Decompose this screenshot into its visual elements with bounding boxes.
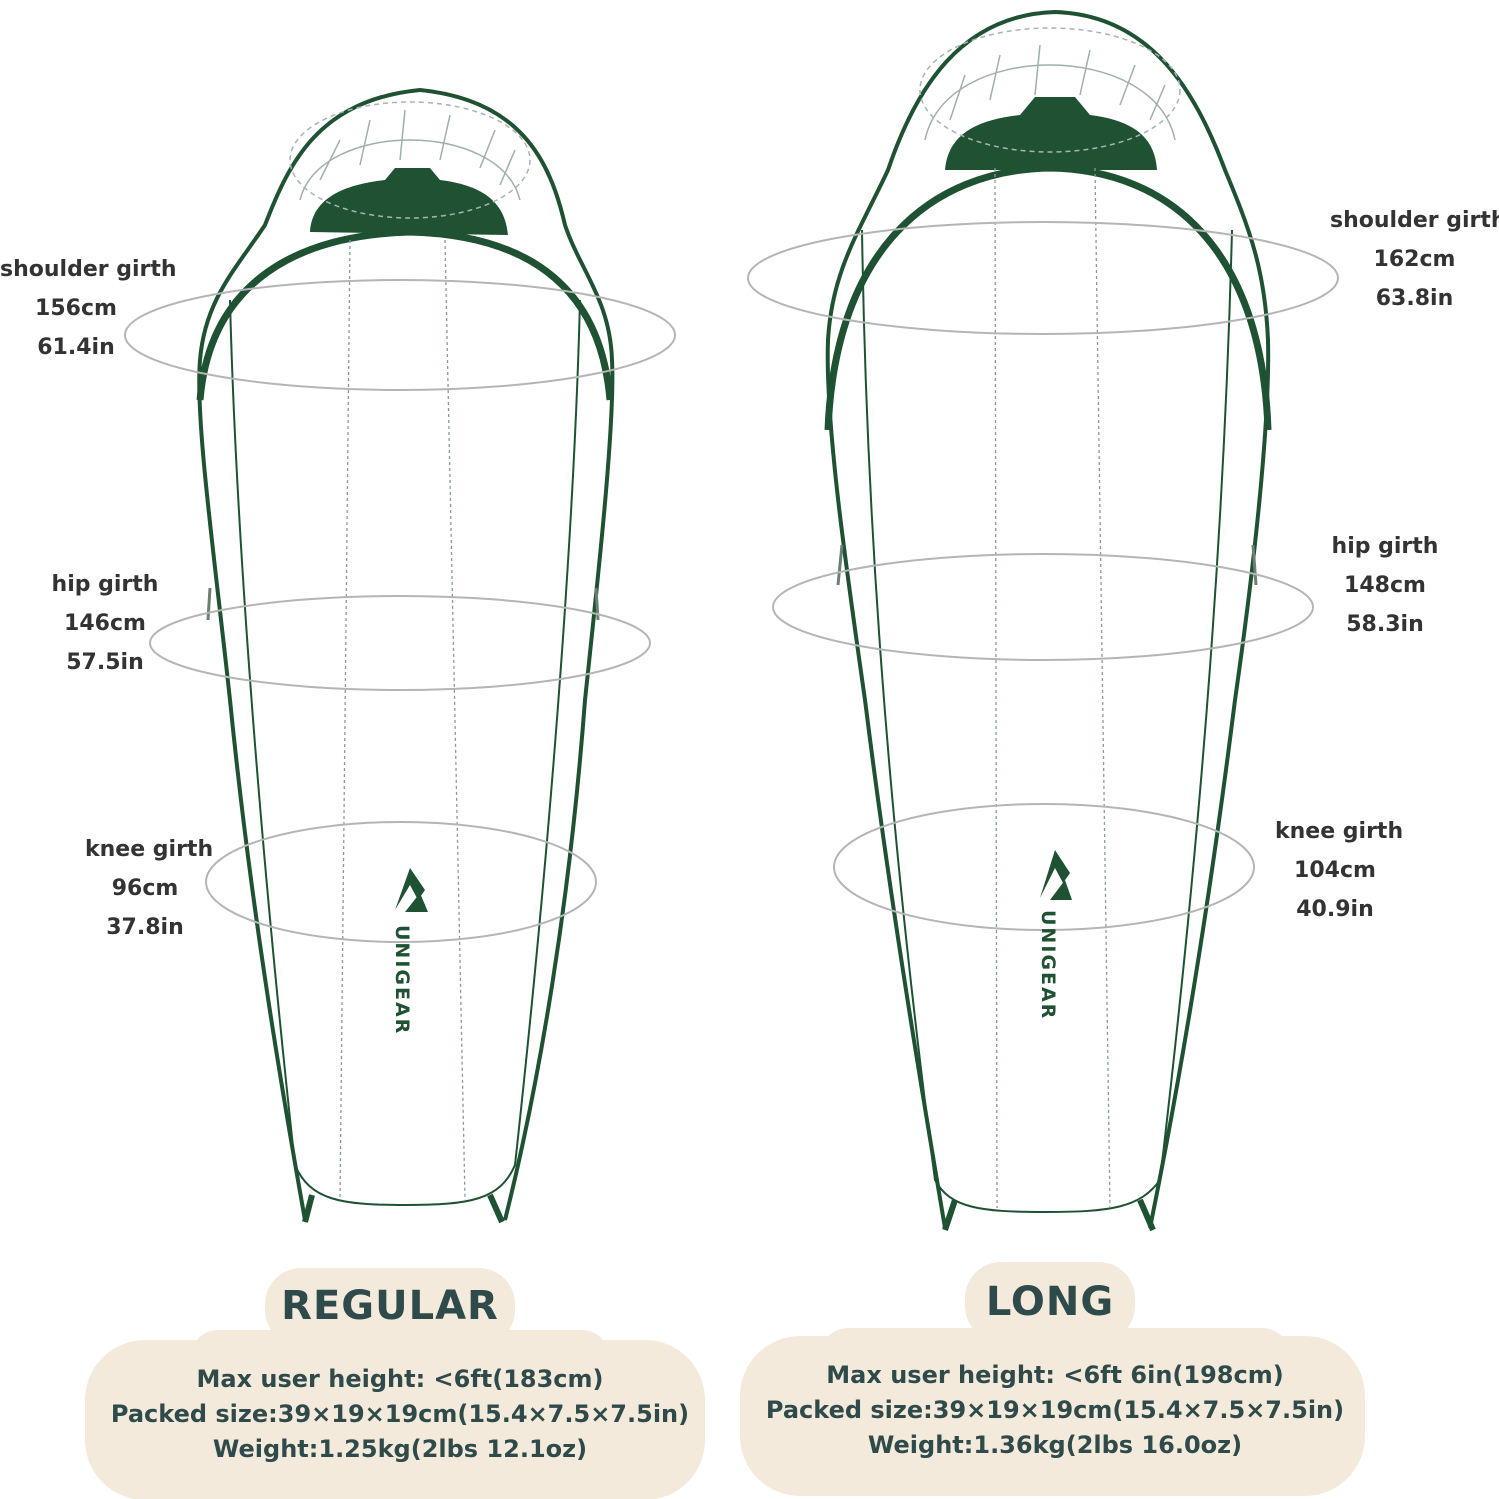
long-shoulder-ring [747,221,1339,335]
regular-hip-label: hip girth 146cm 57.5in [50,565,160,682]
regular-specs: Max user height: <6ft(183cm) Packed size… [85,1362,715,1467]
long-hip-ring [772,553,1314,661]
regular-knee-title: knee girth [85,837,214,862]
long-knee-in: 40.9in [1296,897,1374,922]
regular-packed-size: Packed size:39×19×19cm(15.4×7.5×7.5in) [110,1400,690,1428]
regular-hip-title: hip girth [51,572,159,597]
regular-brand-logo-icon [395,868,428,912]
regular-brand-name: UNIGEAR [391,925,413,1035]
long-hip-in: 58.3in [1346,612,1424,637]
long-brand-logo-icon [1040,850,1072,900]
long-bag-hood-opening [945,97,1157,170]
regular-hip-ring [149,595,651,691]
long-knee-label: knee girth 104cm 40.9in [1275,812,1404,929]
regular-hood-pillow [289,101,531,219]
long-hip-title: hip girth [1331,534,1439,559]
regular-shoulder-label: shoulder girth 156cm 61.4in [0,250,177,367]
long-title: LONG [985,1279,1115,1325]
regular-title: REGULAR [281,1283,499,1329]
long-packed-size: Packed size:39×19×19cm(15.4×7.5×7.5in) [765,1396,1345,1424]
regular-shoulder-in: 61.4in [37,335,115,360]
long-hip-label: hip girth 148cm 58.3in [1330,527,1440,644]
long-hood-pillow [919,27,1181,153]
regular-bag-inner-line [229,299,581,1207]
long-specs: Max user height: <6ft 6in(198cm) Packed … [740,1358,1370,1463]
regular-weight: Weight:1.25kg(2lbs 12.1oz) [212,1435,588,1463]
regular-shoulder-cm: 156cm [35,296,117,321]
long-beige-panels [740,1262,1365,1496]
long-bag-inner-line [861,229,1233,1214]
regular-knee-ring [205,821,597,943]
long-knee-title: knee girth [1275,819,1404,844]
regular-shoulder-ring [124,279,676,391]
girth-rings [124,221,1339,943]
regular-knee-label: knee girth 96cm 37.8in [85,830,214,947]
long-brand-name: UNIGEAR [1037,910,1059,1020]
regular-bag-hood-opening [310,168,508,235]
regular-beige-panels [85,1268,705,1499]
long-bag [824,9,1272,1232]
regular-hip-in: 57.5in [66,650,144,675]
regular-bag-top-zipper [196,228,614,401]
regular-hip-cm: 146cm [64,611,146,636]
long-max-height: Max user height: <6ft 6in(198cm) [826,1361,1284,1389]
regular-bag-outer-outline [197,87,615,1221]
regular-shoulder-title: shoulder girth [0,257,177,282]
long-weight: Weight:1.36kg(2lbs 16.0oz) [867,1431,1243,1459]
regular-hood-ruffles [299,109,521,201]
regular-bag [196,87,615,1224]
regular-knee-in: 37.8in [106,915,184,940]
long-knee-ring [833,803,1255,931]
long-shoulder-cm: 162cm [1373,247,1456,272]
long-shoulder-in: 63.8in [1375,286,1454,311]
long-knee-cm: 104cm [1294,858,1376,883]
regular-max-height: Max user height: <6ft(183cm) [196,1365,604,1393]
regular-knee-cm: 96cm [111,876,179,901]
long-bag-outer-outline [825,9,1271,1229]
long-bag-top-zipper [824,164,1272,431]
long-shoulder-label: shoulder girth 162cm 63.8in [1330,201,1499,318]
long-hip-cm: 148cm [1344,573,1426,598]
long-shoulder-title: shoulder girth [1330,208,1499,233]
long-hood-ruffles [924,44,1176,141]
